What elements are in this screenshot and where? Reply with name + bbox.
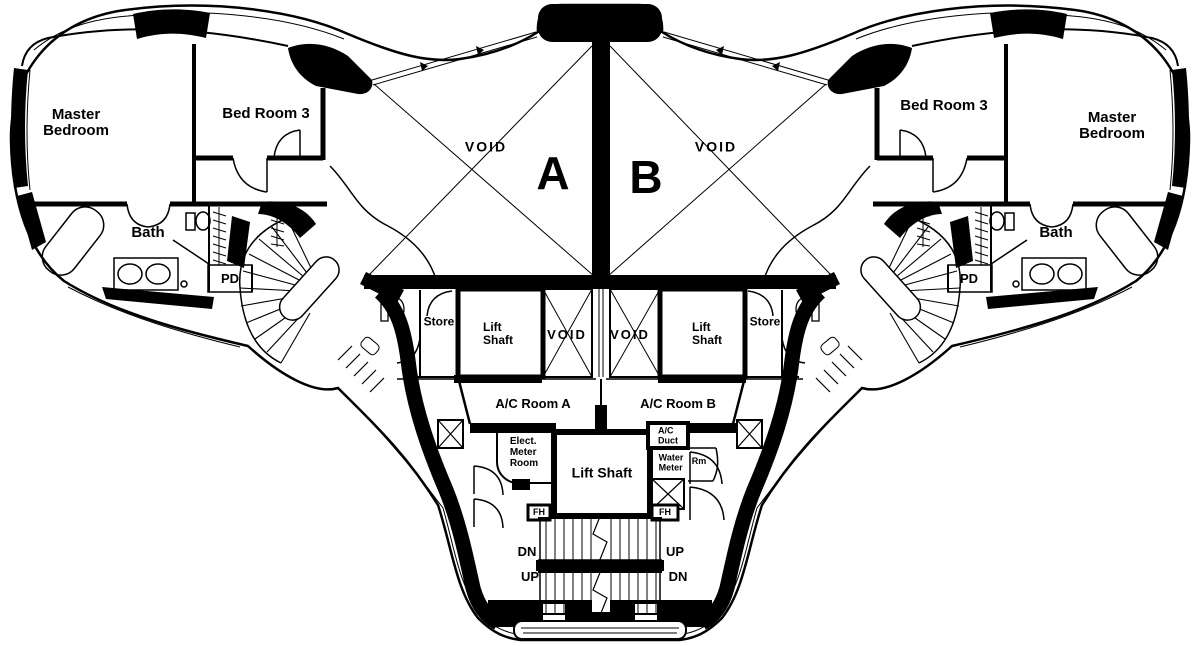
elect-meter-room-wall [496,433,556,484]
bath-wall [986,287,1098,309]
toilet-bowl [387,297,405,321]
stair-wall [258,201,316,238]
wardrobe-hatch [212,207,989,265]
bath-fixtures-left [41,206,211,291]
wall-segment [470,423,556,433]
stair-label-dn-upper: DN [517,543,537,559]
fire-hydrant-left [526,503,552,522]
room-label-bath-right: Bath [1039,223,1073,241]
label-fh-left: FH [533,507,545,518]
window-block [11,68,28,188]
stem-walls [374,286,826,630]
label-fh-right: FH [659,507,671,518]
toilet-bowl [195,211,211,231]
room-label-ac-room-b: A/C Room B [640,395,716,411]
ac-duct-room [646,421,690,450]
unit-label-b: B [629,151,663,204]
room-label-master-bedroom-right: Master Bedroom [1079,108,1145,142]
lift-shaft-center-room [551,429,653,519]
stem-steps [337,345,863,393]
window-block [1172,68,1189,188]
void-cross-lines [367,31,833,277]
central-party-wall [592,28,610,289]
lift-shaft-right-room [657,286,748,380]
stair-label-dn-lower: DN [668,568,688,584]
bath-fixtures-right [989,206,1159,291]
room-label-lift-shaft-left: Lift Shaft [483,320,513,347]
toilet-tank [1004,212,1015,231]
mid-band [380,286,820,380]
room-label-water-meter-rm: Rm [691,456,707,467]
room-label-store-right: Store [749,314,781,329]
void-label-core-right: VOID [610,326,650,342]
floor-drain [1012,280,1020,288]
wing-end-block [827,43,912,95]
sink-basin [1057,263,1083,285]
void-label-left: VOID [464,138,508,155]
room-label-master-bedroom-left: Master Bedroom [43,105,109,139]
stair-newel [860,256,922,321]
wall-segment [512,479,530,490]
stair-mid-landing-wall [536,560,664,571]
wall-segment [595,405,607,433]
room-label-bed-room-3-right: Bed Room 3 [900,96,988,114]
service-core [437,376,763,529]
room-label-store-left: Store [423,314,455,329]
room-label-pd-left: PD [220,270,240,286]
stair-wall [884,201,942,238]
sink-basin [145,263,171,285]
wall-segment [17,192,46,250]
sink-counter [113,257,179,291]
room-label-water-meter: Water Meter [658,452,684,472]
wall-segment [686,423,736,433]
room-label-lift-shaft-right: Lift Shaft [692,320,722,347]
void-cell-left [542,288,593,378]
left-curved-stair [239,217,340,364]
entrance-lip [513,620,687,640]
sink-counter [1021,257,1087,291]
bathtub [41,206,105,276]
bathtub [1095,206,1159,276]
floor-drain [180,280,188,288]
toilet-bowl [795,297,813,321]
stair-break-line [592,513,608,619]
room-label-bath-left: Bath [131,223,165,241]
void-cell-right [609,288,661,378]
duct-pills [360,336,840,356]
stair-label-up-lower: UP [520,568,540,584]
top-core-block [538,4,662,42]
wall-segment [1154,192,1183,250]
bath-wall [102,287,214,309]
room-label-bed-room-3-left: Bed Room 3 [222,104,310,122]
unit-label-a: A [536,147,570,200]
sink-basin [117,263,143,285]
room-label-ac-duct: A/C Duct [658,425,678,445]
lift-shaft-left-room [455,286,546,380]
wing-end-block [288,43,373,95]
right-wing-walls [761,28,1179,293]
room-label-pd-right: PD [959,270,979,286]
room-label-elect-meter-room: Elect. Meter Room [509,435,539,469]
void-label-core-left: VOID [547,326,587,342]
core-band-wall [364,275,836,289]
fire-hydrant-right [650,503,680,522]
room-label-ac-room-a: A/C Room A [495,395,571,411]
sink-basin [1029,263,1055,285]
right-curved-stair [860,217,961,364]
roof-edge-line [371,31,829,86]
stair-newel [278,256,340,321]
void-label-right: VOID [694,138,738,155]
stair-label-up-upper: UP [665,543,685,559]
roof-edge-arrows [420,46,780,71]
bottom-stairs [538,513,662,619]
room-label-lift-shaft-center: Lift Shaft [571,464,633,481]
toilet-bowl [989,211,1005,231]
toilet-tank [185,212,196,231]
left-wing-walls [21,28,439,293]
